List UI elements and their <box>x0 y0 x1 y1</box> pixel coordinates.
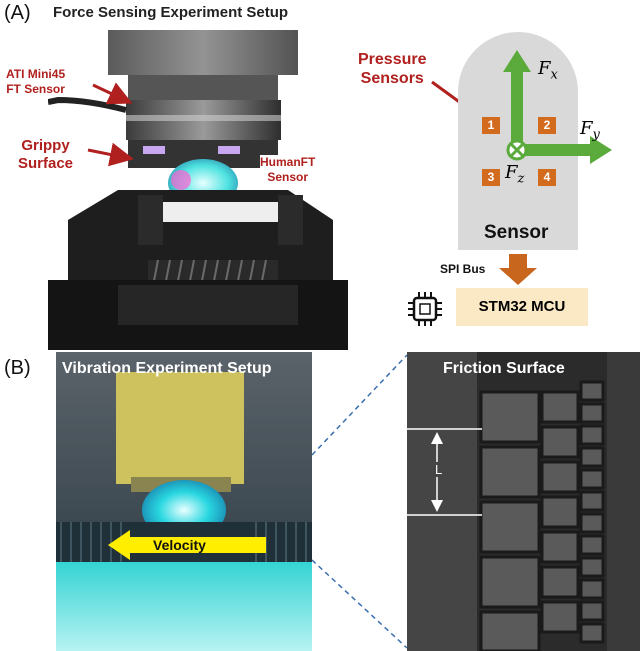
panel-b-label: (B) <box>4 357 31 379</box>
ft-sensor-arrow <box>92 82 133 105</box>
axis-fx-label: Fx <box>538 58 558 83</box>
vibration-title: Vibration Experiment Setup <box>62 360 272 377</box>
mcu-label: STM32 MCU <box>478 298 566 315</box>
chip-icon <box>408 292 442 326</box>
ft-sensor-label: ATI Mini45 FT Sensor <box>6 67 65 97</box>
pressure-pad-4: 4 <box>538 169 556 186</box>
fx-arrow-head <box>503 50 531 72</box>
spi-bus-arrow-shaft <box>509 254 527 270</box>
friction-title: Friction Surface <box>443 360 565 377</box>
pressure-pad-2: 2 <box>538 117 556 134</box>
force-setup-photo <box>48 30 348 350</box>
axis-fz-text: Fz <box>505 162 525 187</box>
panel-a-title: Force Sensing Experiment Setup <box>53 4 289 21</box>
pressure-label-line2: Sensors <box>360 70 424 87</box>
pressure-label-line1: Pressure <box>358 51 427 68</box>
humanft-label-line1: HumanFT <box>260 155 316 169</box>
mcu-box: STM32 MCU <box>456 288 588 326</box>
grippy-label-line1: Grippy <box>21 137 70 154</box>
grippy-arrow <box>87 142 134 167</box>
panel-a-label: (A) <box>4 2 31 24</box>
fy-arrow-head <box>590 136 612 164</box>
grippy-label-line2: Surface <box>18 155 74 172</box>
fx-arrow-shaft <box>511 70 523 150</box>
vibration-setup-photo <box>56 352 312 651</box>
ft-sensor-label-line1: ATI Mini45 <box>6 67 66 81</box>
velocity-arrow <box>108 530 266 560</box>
friction-surface-photo <box>407 352 640 651</box>
pressure-pad-1: 1 <box>482 117 500 134</box>
humanft-label-line2: Sensor <box>267 170 309 184</box>
fy-arrow-shaft <box>517 144 592 156</box>
velocity-label: Velocity <box>153 537 206 553</box>
axis-fy-text: Fy <box>580 118 600 143</box>
ft-sensor-label-line2: FT Sensor <box>6 82 65 96</box>
pressure-sensors-label: Pressure Sensors <box>358 50 427 88</box>
grippy-surface-label: Grippy Surface <box>18 137 73 173</box>
sensor-label: Sensor <box>484 222 549 243</box>
axis-fz-label: Fz <box>505 162 524 187</box>
humanft-sensor-label: HumanFT Sensor <box>260 155 316 185</box>
length-label: L <box>433 462 445 477</box>
axis-fx-text: Fx <box>538 58 558 83</box>
spi-bus-label: SPI Bus <box>440 262 486 276</box>
axis-fy-label: Fy <box>580 118 600 143</box>
spi-bus-arrow-head <box>499 268 537 285</box>
pressure-pad-3: 3 <box>482 169 500 186</box>
